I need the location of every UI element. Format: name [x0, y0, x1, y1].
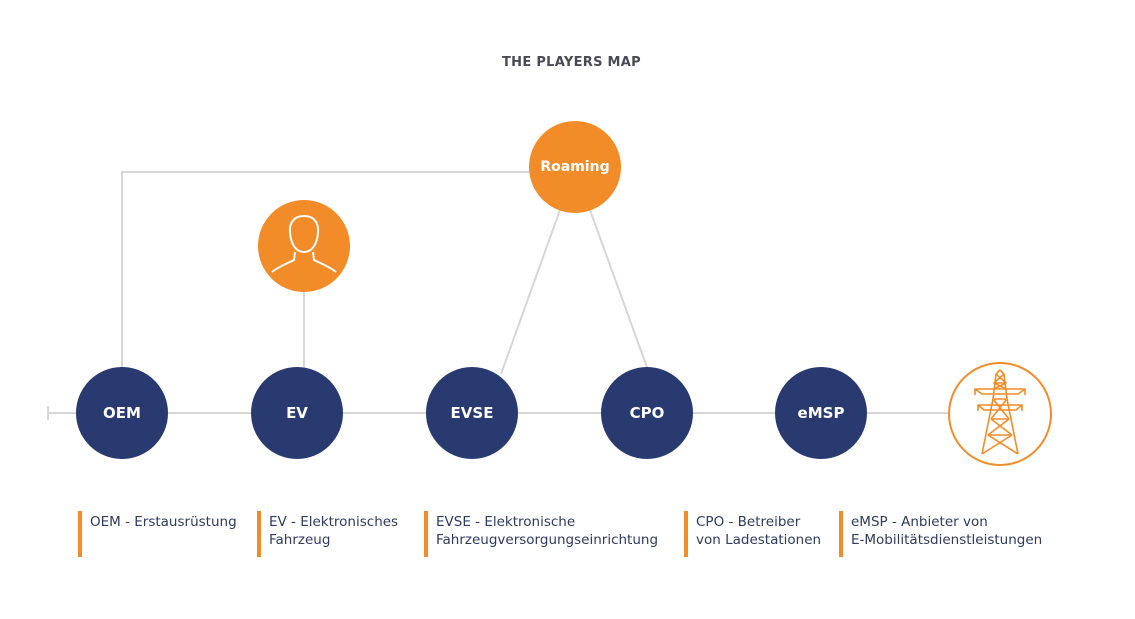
legend-label: EVSE - Elektronische	[436, 514, 576, 530]
user-icon	[271, 214, 337, 273]
cpo-node: CPO	[601, 367, 693, 459]
user-node	[258, 200, 350, 292]
oem-node: OEM	[76, 367, 168, 459]
roaming-evse-line	[500, 209, 561, 375]
legend-item-ev: EV - Elektronisches Fahrzeug	[257, 511, 398, 557]
roaming-cpo-line	[589, 209, 649, 371]
legend-label: von Ladestationen	[696, 532, 822, 548]
legend-item-evse: EVSE - Elektronische Fahrzeugversorgungs…	[424, 511, 658, 557]
roaming-node: Roaming	[529, 121, 621, 213]
legend-label: Fahrzeugversorgungseinrichtung	[436, 532, 659, 548]
legend-label: eMSP - Anbieter von	[851, 514, 988, 530]
pylon-node	[948, 362, 1052, 466]
legend-label: E-Mobilitätsdienstleistungen	[851, 532, 1043, 548]
legend-item-emsp: eMSP - Anbieter von E-Mobilitätsdienstle…	[839, 511, 1042, 557]
legend-item-cpo: CPO - Betreiber von Ladestationen	[684, 511, 821, 557]
legend-item-oem: OEM - Erstausrüstung	[78, 511, 237, 557]
evse-node: EVSE	[426, 367, 518, 459]
page-title: THE PLAYERS MAP	[501, 55, 641, 70]
legend-label: OEM - Erstausrüstung	[90, 514, 237, 530]
legend-label: Fahrzeug	[269, 532, 331, 548]
emsp-node: eMSP	[775, 367, 867, 459]
legend-label: EV - Elektronisches	[269, 514, 399, 530]
ev-node: EV	[251, 367, 343, 459]
power-pylon-icon	[974, 369, 1026, 455]
legend-label: CPO - Betreiber	[696, 514, 801, 530]
oem-roaming-line	[121, 171, 530, 368]
